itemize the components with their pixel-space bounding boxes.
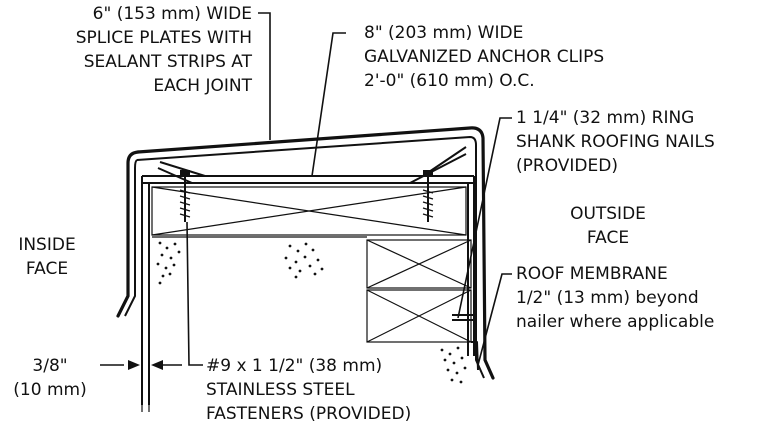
arrow-gap-right bbox=[151, 360, 163, 370]
top-wood-nailer bbox=[151, 186, 467, 236]
leader-lines bbox=[100, 12, 512, 412]
label-roof-membrane: ROOF MEMBRANE 1/2" (13 mm) beyond nailer… bbox=[516, 264, 715, 332]
roof-membrane bbox=[471, 341, 479, 371]
coping-cap bbox=[116, 126, 495, 380]
label-splice-plates: 6" (153 mm) WIDE SPLICE PLATES WITH SEAL… bbox=[75, 4, 252, 96]
label-anchor-clips: 8" (203 mm) WIDE GALVANIZED ANCHOR CLIPS… bbox=[364, 23, 605, 91]
stainless-fastener-left bbox=[179, 170, 191, 222]
anchor-clip bbox=[141, 146, 475, 405]
label-nails: 1 1/4" (32 mm) RING SHANK ROOFING NAILS … bbox=[516, 108, 715, 176]
concrete-stipple bbox=[156, 241, 467, 384]
label-fasteners: #9 x 1 1/2" (38 mm) STAINLESS STEEL FAST… bbox=[206, 356, 412, 424]
label-outside-face: OUTSIDE FACE bbox=[570, 204, 646, 248]
arrow-gap-left bbox=[128, 360, 140, 370]
ring-shank-nail bbox=[452, 314, 476, 321]
label-inside-face: INSIDE FACE bbox=[18, 235, 76, 279]
stainless-fastener-right bbox=[422, 170, 434, 222]
outside-wood-nailers bbox=[366, 239, 472, 343]
label-gap: 3/8" (10 mm) bbox=[13, 356, 87, 400]
